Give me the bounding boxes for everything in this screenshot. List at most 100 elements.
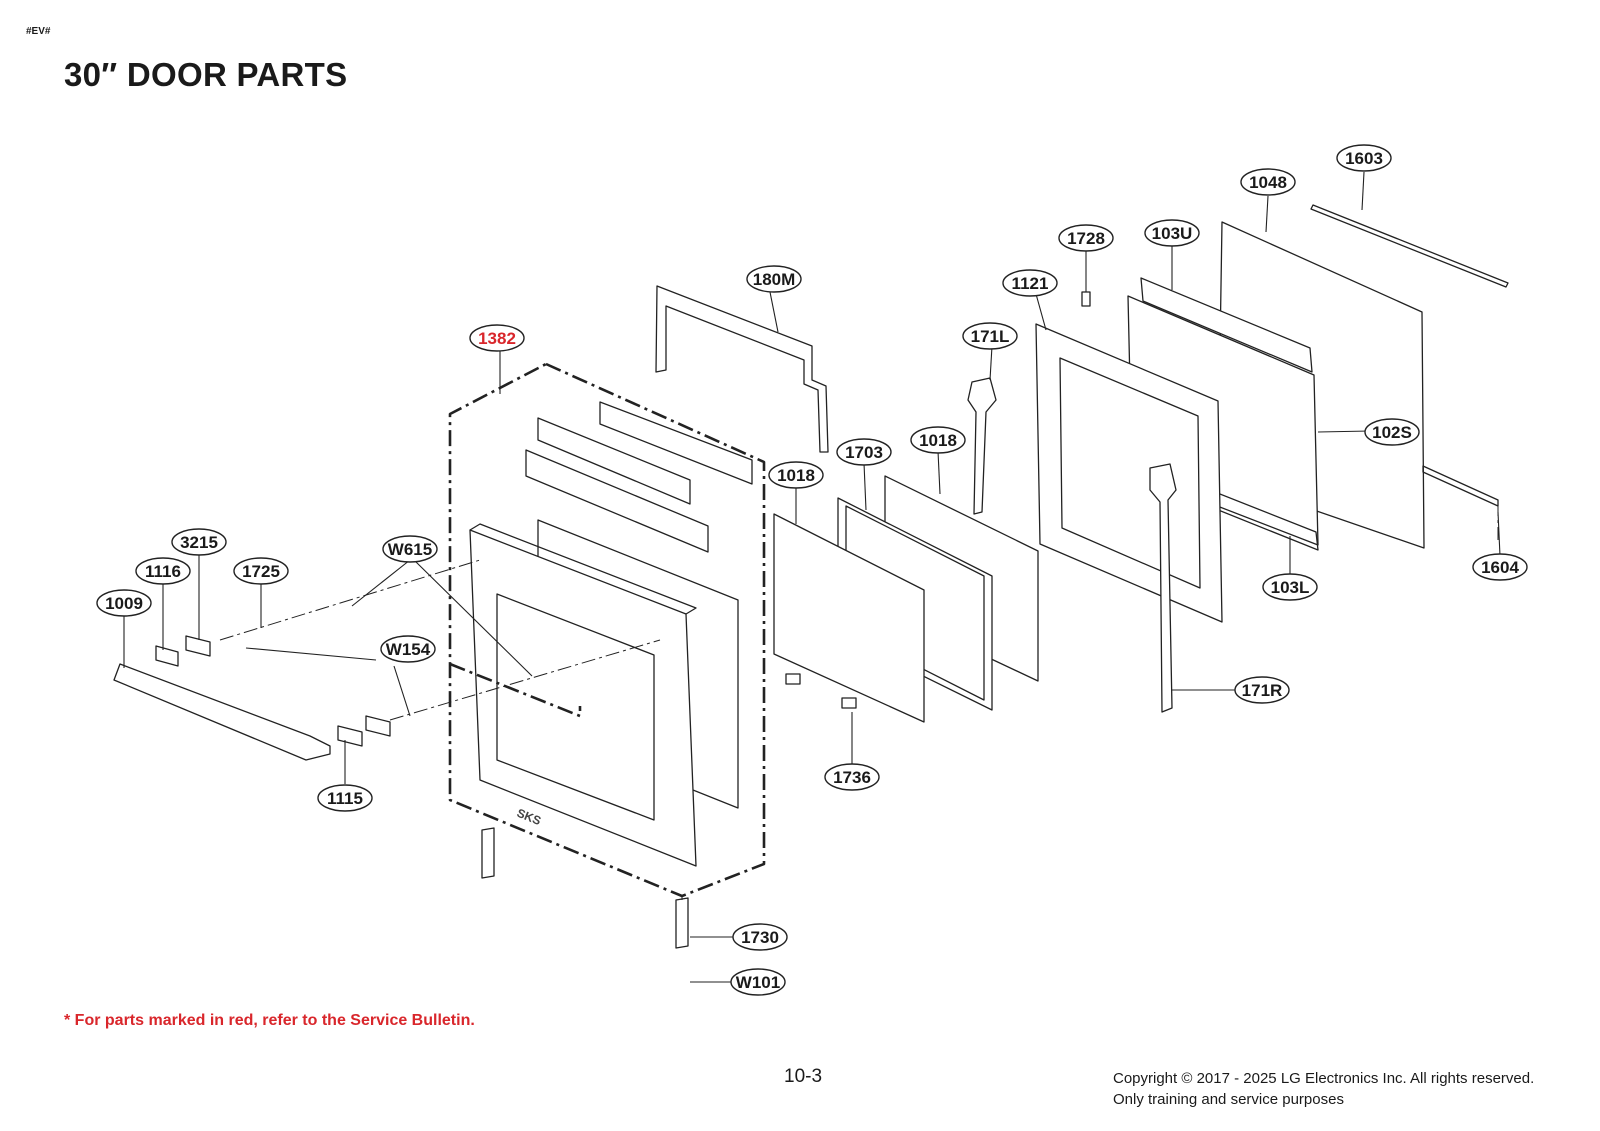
- callout-1115: 1115: [317, 784, 373, 812]
- callout-label: 1382: [478, 329, 516, 348]
- callout-1018: 1018: [768, 461, 824, 489]
- callout-ellipse: [910, 426, 966, 454]
- callout-label: 1121: [1012, 274, 1049, 293]
- callout-label: 171R: [1242, 681, 1283, 700]
- callout-103u: 103U: [1144, 219, 1200, 247]
- part-outer-door-window: [496, 593, 655, 821]
- part-180M-bracket: [655, 285, 829, 453]
- parts-drawing: [113, 204, 1509, 949]
- callout-1703: 1703: [836, 438, 892, 466]
- leader-1048: [1265, 195, 1269, 233]
- callout-ellipse: [1234, 676, 1290, 704]
- part-171L-hinge: [967, 377, 997, 515]
- callout-w154: W154: [380, 635, 436, 663]
- leader-1603: [1361, 171, 1365, 211]
- callout-ellipse: [382, 535, 438, 563]
- callout-ellipse: [1002, 269, 1058, 297]
- callout-180m: 180M: [746, 265, 802, 293]
- leader-1121: [1035, 293, 1047, 331]
- part-lower-left-bracket: [481, 827, 495, 879]
- part-1121-opening: [1059, 357, 1201, 589]
- callout-ellipse: [171, 528, 227, 556]
- callout-1382: 1382: [469, 324, 525, 352]
- callout-ellipse: [1262, 573, 1318, 601]
- callout-label: 3215: [180, 533, 218, 552]
- callout-label: 1725: [242, 562, 280, 581]
- leader-180M: [769, 291, 779, 333]
- document-tag: #EV#: [26, 26, 51, 37]
- callout-label: 103U: [1152, 224, 1193, 243]
- service-bulletin-note: * For parts marked in red, refer to the …: [64, 1012, 475, 1029]
- callout-1116: 1116: [135, 557, 191, 585]
- part-outer-door-edge: [469, 523, 697, 615]
- leader-W154-b: [393, 665, 411, 717]
- callout-ellipse: [824, 763, 880, 791]
- part-1603-rail: [1310, 204, 1509, 288]
- callout-ellipse: [1336, 144, 1392, 172]
- callout-label: W101: [736, 973, 780, 992]
- callout-label: 102S: [1372, 423, 1412, 442]
- callout-w101: W101: [730, 968, 786, 996]
- callout-ellipse: [380, 635, 436, 663]
- callout-ellipse: [1058, 224, 1114, 252]
- callout-1604: 1604: [1472, 553, 1528, 581]
- part-171R-hinge: [1149, 463, 1177, 713]
- callout-label: 1018: [919, 431, 957, 450]
- callout-ellipse: [732, 923, 788, 951]
- leader-W615-a: [351, 559, 411, 607]
- leader-102S: [1317, 430, 1371, 433]
- callout-label: 1604: [1481, 558, 1519, 577]
- callout-label: 1603: [1345, 149, 1383, 168]
- leader-171L: [989, 345, 993, 381]
- part-1382-strip-low: [525, 449, 709, 553]
- callout-ellipse: [746, 265, 802, 293]
- assembly-line-upper: [219, 559, 481, 641]
- callout-label: 1703: [845, 443, 883, 462]
- part-1009-handle: [113, 663, 331, 761]
- callout-label: 1009: [105, 594, 143, 613]
- callout-ellipse: [1364, 418, 1420, 446]
- callout-label: W615: [388, 540, 432, 559]
- page-number: 10-3: [784, 1066, 823, 1087]
- callout-label: 1730: [741, 928, 779, 947]
- leader-1703: [863, 462, 867, 511]
- callout-ellipse: [1240, 168, 1296, 196]
- copyright-line-2: Only training and service purposes: [1113, 1091, 1344, 1108]
- callout-label: 1736: [833, 768, 871, 787]
- callout-w615: W615: [382, 535, 438, 563]
- leader-W615-b: [413, 559, 533, 677]
- part-outer-door: [469, 529, 697, 867]
- copyright-line-1: Copyright © 2017 - 2025 LG Electronics I…: [1113, 1070, 1535, 1087]
- callout-3215: 3215: [171, 528, 227, 556]
- callout-label: 1018: [777, 466, 815, 485]
- part-1604-rail: [1422, 465, 1499, 507]
- part-1115-mount-b: [365, 715, 391, 737]
- callout-label: 1116: [145, 562, 181, 581]
- callout-label: 103L: [1271, 578, 1310, 597]
- part-1736-clip: [841, 697, 857, 709]
- callout-1728: 1728: [1058, 224, 1114, 252]
- assembly-line-lower: [389, 639, 661, 721]
- copyright: Copyright © 2017 - 2025 LG Electronics I…: [1113, 1068, 1534, 1110]
- callout-label: 171L: [971, 327, 1010, 346]
- callout-ellipse: [469, 324, 525, 352]
- callout-label: 180M: [753, 270, 796, 289]
- callout-171l: 171L: [962, 322, 1018, 350]
- callout-1018: 1018: [910, 426, 966, 454]
- part-1116-mount: [155, 645, 179, 667]
- callout-ellipse: [233, 557, 289, 585]
- door-marking: SKS: [515, 806, 543, 828]
- callout-1603: 1603: [1336, 144, 1392, 172]
- callout-1048: 1048: [1240, 168, 1296, 196]
- callout-label: 1115: [327, 789, 363, 808]
- callout-ellipse: [768, 461, 824, 489]
- callout-ellipse: [1472, 553, 1528, 581]
- callout-1730: 1730: [732, 923, 788, 951]
- callout-171r: 171R: [1234, 676, 1290, 704]
- page-title: 30″ DOOR PARTS: [64, 56, 348, 93]
- part-1736-clip-b: [785, 673, 801, 685]
- callout-layer: 1603 1048 1728 103U 1121 180M 171L 1382 102S 1703…: [96, 144, 1528, 996]
- part-1730-bracket: [675, 897, 689, 949]
- callout-102s: 102S: [1364, 418, 1420, 446]
